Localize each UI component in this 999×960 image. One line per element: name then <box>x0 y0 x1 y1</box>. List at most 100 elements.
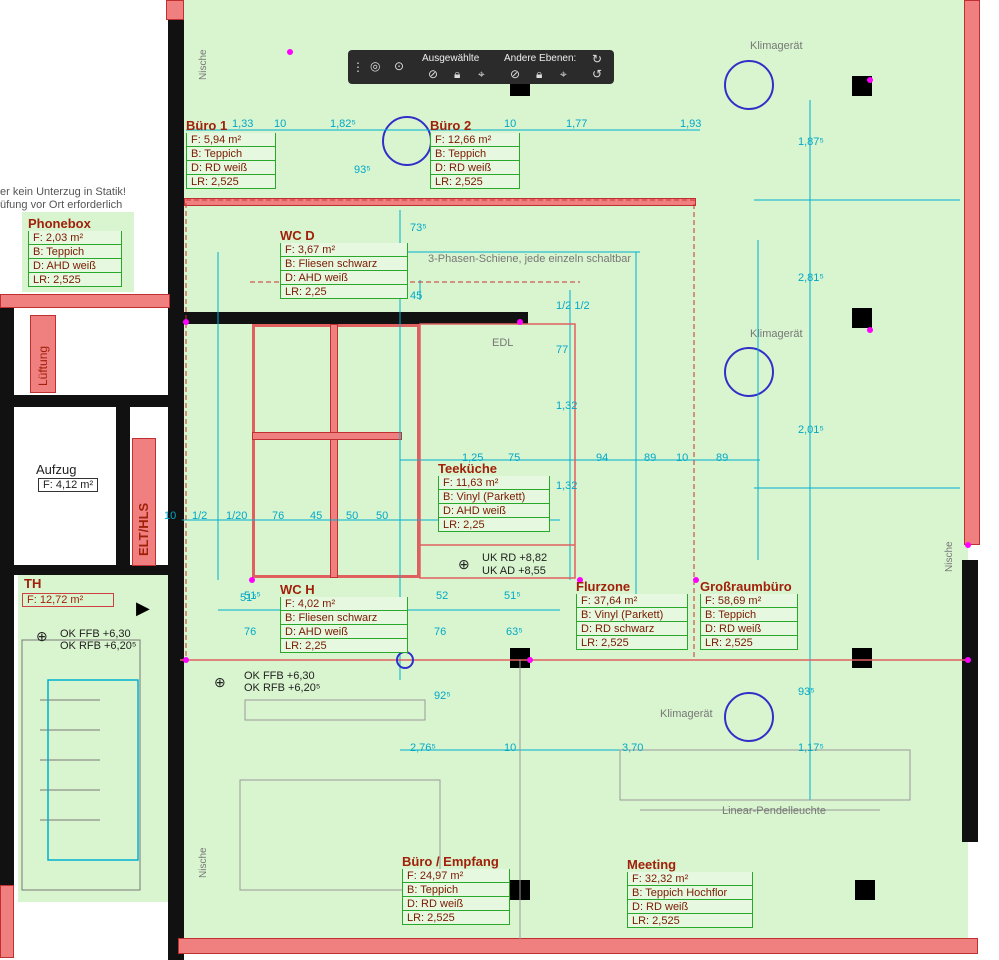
dim-label: 10 <box>504 742 517 754</box>
room-height: LR: 2,525 <box>627 914 753 928</box>
dim-label: 51⁵ <box>244 590 261 602</box>
room-ceiling: D: RD schwarz <box>576 622 688 636</box>
klimageraet-icon[interactable] <box>724 60 774 110</box>
room-stamp-flurzone[interactable]: Flurzone F: 37,64 m² B: Vinyl (Parkett) … <box>576 579 688 650</box>
lock-selected-icon[interactable]: 🔒︎ <box>454 67 461 81</box>
room-area: F: 32,32 m² <box>627 872 753 886</box>
dim-label: 76 <box>434 626 447 638</box>
room-height: LR: 2,525 <box>576 636 688 650</box>
dim-label: 94 <box>596 452 609 464</box>
wall-lueftung <box>30 315 56 393</box>
room-stamp-buero1[interactable]: Büro 1 F: 5,94 m² B: Teppich D: RD weiß … <box>186 118 276 189</box>
room-floor: B: Teppich <box>430 147 520 161</box>
room-ceiling: D: AHD weiß <box>280 625 408 639</box>
wall-wc-divider <box>330 324 338 578</box>
hide-selected-icon[interactable]: ⊘ <box>428 67 439 81</box>
room-title: Teeküche <box>438 461 498 476</box>
dim-label: 1,32 <box>556 400 578 412</box>
edl-label: EDL <box>492 337 514 349</box>
room-stamp-empfang[interactable]: Büro / Empfang F: 24,97 m² B: Teppich D:… <box>402 854 510 925</box>
room-height: LR: 2,525 <box>402 911 510 925</box>
room-area: F: 11,63 m² <box>438 476 550 490</box>
klimageraet-icon[interactable] <box>724 692 774 742</box>
dim-label: 93⁵ <box>354 164 371 176</box>
dim-label: 10 <box>164 510 177 522</box>
wall-south <box>178 938 978 954</box>
nische-label: Nische <box>198 847 209 878</box>
room-area: F: 37,64 m² <box>576 594 688 608</box>
room-height: LR: 2,525 <box>430 175 520 189</box>
dim-label: 1,82⁵ <box>330 118 356 130</box>
lock-others-icon[interactable]: 🔒︎ <box>536 67 543 81</box>
other-layers-label: Andere Ebenen: <box>504 53 577 64</box>
wall-phonebox-bottom <box>0 294 170 308</box>
room-stamp-phonebox[interactable]: Phonebox F: 2,03 m² B: Teppich D: AHD we… <box>28 216 122 287</box>
dim-label: 76 <box>244 626 257 638</box>
undo-icon[interactable]: ↺ <box>592 67 603 81</box>
room-stamp-teekueche[interactable]: Teeküche F: 11,63 m² B: Vinyl (Parkett) … <box>438 461 550 532</box>
ok-ffb-label: OK FFB +6,30 <box>60 628 131 640</box>
visibility-icon[interactable]: ◎ <box>370 59 381 73</box>
hide-others-icon[interactable]: ⊘ <box>510 67 521 81</box>
dim-label: 2,76⁵ <box>410 742 436 754</box>
room-floor: B: Teppich Hochflor <box>627 886 753 900</box>
ok-rfb-label: OK RFB +6,20⁵ <box>244 682 321 694</box>
redo-icon[interactable]: ↻ <box>592 52 603 66</box>
room-height: LR: 2,25 <box>280 285 408 299</box>
wall-wc-top <box>184 312 528 324</box>
dim-label: 3,70 <box>622 742 644 754</box>
room-area: F: 4,02 m² <box>280 597 408 611</box>
pin-selected-icon[interactable]: ⌖ <box>478 67 485 81</box>
dim-label: 77 <box>556 344 569 356</box>
ok-rfb-label: OK RFB +6,20⁵ <box>60 640 137 652</box>
room-stamp-meeting[interactable]: Meeting F: 32,32 m² B: Teppich Hochflor … <box>627 857 753 928</box>
dim-label: 2,01⁵ <box>798 424 824 436</box>
room-area: F: 3,67 m² <box>280 243 408 257</box>
drag-handle-icon[interactable]: ⋮ <box>352 60 364 74</box>
klimageraet-icon[interactable] <box>724 347 774 397</box>
room-ceiling: D: AHD weiß <box>28 259 122 273</box>
level-marker-icon: ⊕ <box>458 556 470 572</box>
dim-label: 1,17⁵ <box>798 742 824 754</box>
lock-icon[interactable]: ⊙ <box>394 59 405 73</box>
dim-label: 1,87⁵ <box>798 136 824 148</box>
aufzug-area: F: 4,12 m² <box>38 478 99 492</box>
dim-label: 1,25 <box>462 452 484 464</box>
zone-th <box>18 572 176 902</box>
room-ceiling: D: RD weiß <box>700 622 798 636</box>
aufzug-title: Aufzug <box>36 462 77 477</box>
column <box>855 880 875 900</box>
wall-th-top <box>14 565 168 575</box>
room-ceiling: D: AHD weiß <box>280 271 408 285</box>
elt-hls-label: ELT/HLS <box>136 502 151 556</box>
wall-aufzug-right <box>116 405 130 575</box>
schiene-label: 3-Phasen-Schiene, jede einzeln schaltbar <box>428 253 632 265</box>
dim-label: 10 <box>676 452 689 464</box>
statik-note-2: üfung vor Ort erforderlich <box>0 199 123 211</box>
nische-label: Nische <box>944 541 955 572</box>
room-stamp-wcd[interactable]: WC D F: 3,67 m² B: Fliesen schwarz D: AH… <box>280 228 408 299</box>
dim-label: 89 <box>644 452 657 464</box>
dim-label: 45 <box>310 510 323 522</box>
room-stamp-wch[interactable]: WC H F: 4,02 m² B: Fliesen schwarz D: AH… <box>280 582 408 653</box>
dim-label: 52 <box>436 590 449 602</box>
room-title: Flurzone <box>576 579 631 594</box>
dim-label: 50 <box>376 510 389 522</box>
uk-ad-label: UK AD +8,55 <box>482 565 546 577</box>
dim-label: 51⁵ <box>240 592 257 604</box>
klimageraet-label: Klimagerät <box>750 328 803 340</box>
nische-label: Nische <box>198 49 209 80</box>
dim-label: 10 <box>274 118 287 130</box>
room-stamp-buero2[interactable]: Büro 2 F: 12,66 m² B: Teppich D: RD weiß… <box>430 118 520 189</box>
th-area: F: 12,72 m² <box>22 593 114 607</box>
uk-rd-label: UK RD +8,82 <box>482 552 548 564</box>
dim-label: 50 <box>346 510 359 522</box>
column <box>852 308 872 328</box>
room-floor: B: Fliesen schwarz <box>280 257 408 271</box>
dim-label: 1/2 1/2 <box>556 300 590 312</box>
room-stamp-grossraum[interactable]: Großraumbüro F: 58,69 m² B: Teppich D: R… <box>700 579 798 650</box>
wall-top-left <box>166 0 184 20</box>
pin-others-icon[interactable]: ⌖ <box>560 67 567 81</box>
dim-label: 92⁵ <box>434 690 451 702</box>
